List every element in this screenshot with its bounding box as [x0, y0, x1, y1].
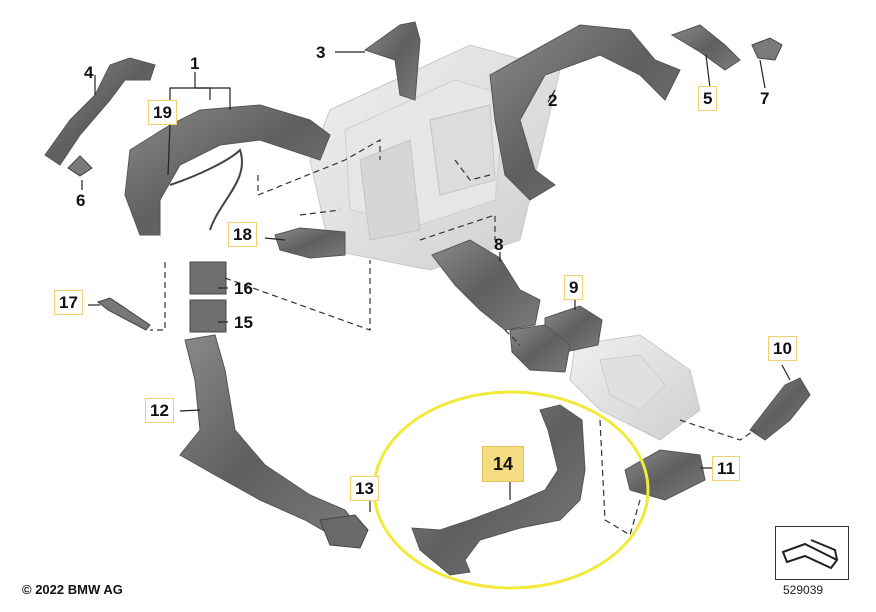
part-6-shape	[67, 155, 93, 177]
diagram-number: 529039	[783, 583, 824, 597]
part-2-shape	[489, 24, 681, 201]
callout-13[interactable]: 13	[350, 476, 379, 501]
part-15-shape	[189, 299, 227, 333]
part-16-shape	[189, 261, 227, 295]
callout-7[interactable]: 7	[760, 89, 770, 108]
copyright-text: © 2022 BMW AG	[22, 582, 123, 597]
part-14-shape	[411, 404, 586, 576]
reference-arrow-icon	[781, 539, 839, 570]
part-5-shape	[670, 24, 741, 71]
callout-5[interactable]: 5	[698, 86, 718, 111]
part-4-shape	[44, 57, 156, 166]
leader-lines	[81, 51, 791, 512]
part-13-shape	[319, 514, 369, 549]
callout-2[interactable]: 2	[548, 91, 558, 110]
part-10-shape	[749, 377, 811, 441]
callout-11[interactable]: 11	[712, 456, 740, 481]
callout-6[interactable]: 6	[76, 191, 86, 210]
callout-16[interactable]: 16	[234, 279, 253, 298]
callout-1[interactable]: 1	[190, 54, 200, 73]
callout-17[interactable]: 17	[54, 290, 83, 315]
part-11-shape	[624, 449, 706, 501]
callout-8[interactable]: 8	[494, 235, 504, 254]
callout-9[interactable]: 9	[564, 275, 584, 300]
part-18-shape	[274, 227, 346, 259]
callout-4[interactable]: 4	[84, 63, 94, 82]
part-3-shape	[363, 21, 421, 101]
callout-3[interactable]: 3	[316, 43, 326, 62]
assembly-guide-lines	[150, 138, 756, 536]
callout-10[interactable]: 10	[768, 336, 797, 361]
callout-14[interactable]: 14	[482, 446, 525, 482]
part-12-shape	[179, 334, 361, 541]
callout-18[interactable]: 18	[228, 222, 257, 247]
highlight-circle	[372, 390, 650, 590]
part-17-shape	[96, 297, 151, 331]
callout-15[interactable]: 15	[234, 313, 253, 332]
part-7-shape	[751, 37, 783, 61]
callout-12[interactable]: 12	[145, 398, 174, 423]
callout-19[interactable]: 19	[148, 100, 177, 125]
part-8-shape	[431, 239, 541, 331]
